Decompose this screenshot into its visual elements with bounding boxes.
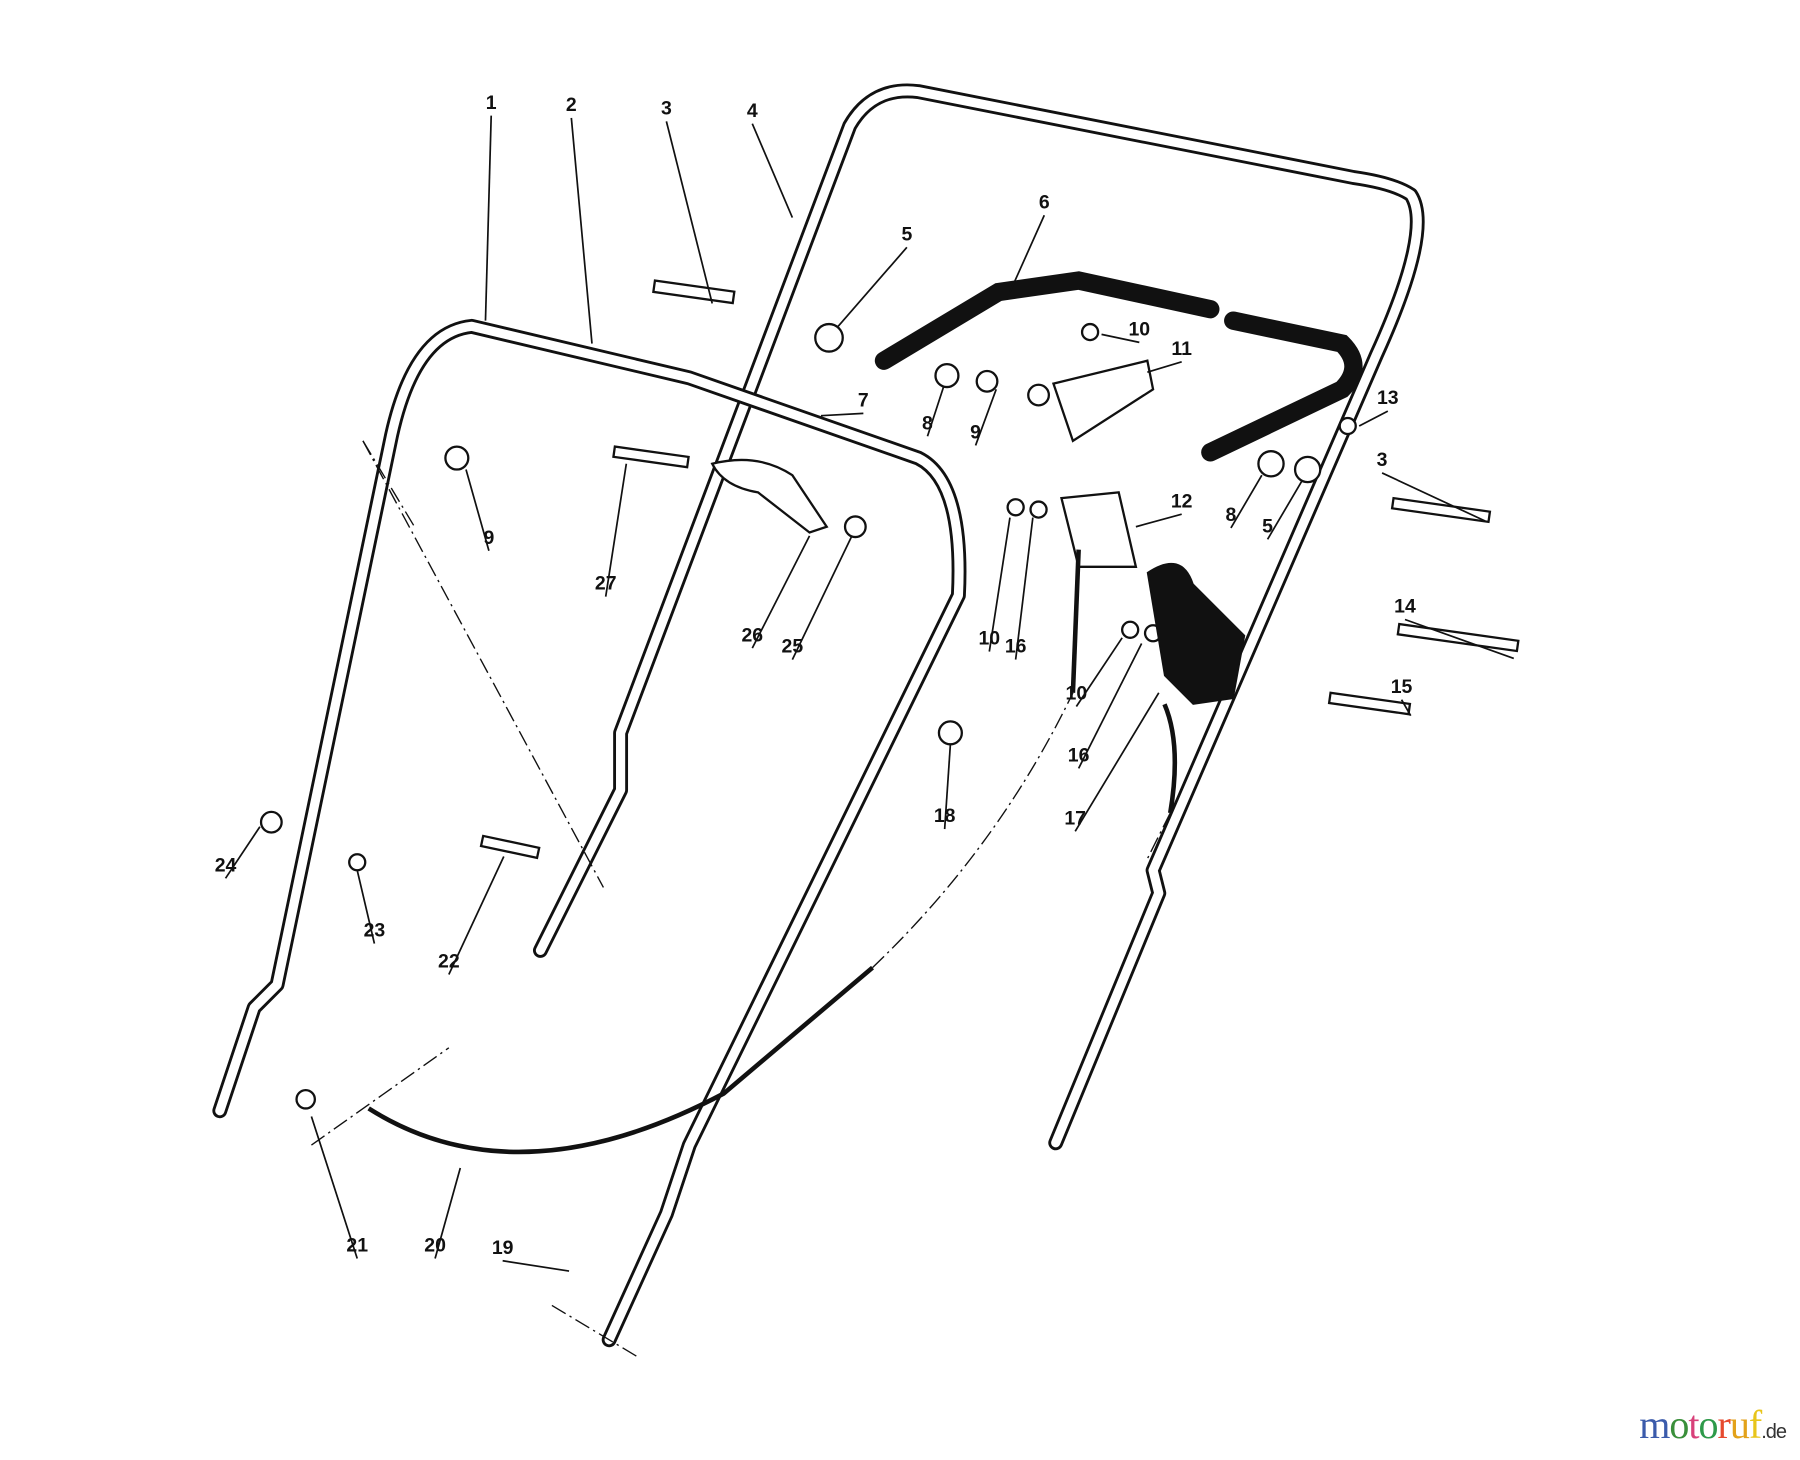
- leader-line: [310, 1116, 359, 1259]
- leader-line: [974, 389, 997, 446]
- callout-26: 26: [741, 624, 763, 646]
- callout-3: 3: [1377, 449, 1388, 471]
- leader-line: [1404, 618, 1515, 660]
- leader-line: [665, 121, 714, 304]
- leader-line: [1014, 517, 1034, 660]
- callout-22: 22: [438, 951, 460, 973]
- callout-19: 19: [492, 1237, 514, 1259]
- callout-5: 5: [901, 223, 912, 245]
- callout-15: 15: [1391, 676, 1413, 698]
- callout-2: 2: [566, 94, 577, 116]
- leader-line: [448, 856, 505, 975]
- leader-line: [837, 246, 908, 327]
- leader-line: [570, 117, 593, 344]
- motoruf-watermark-logo: motoruf.de: [1639, 1402, 1787, 1447]
- callout-10: 10: [1066, 683, 1088, 705]
- leader-line: [1074, 692, 1160, 832]
- leader-line: [224, 826, 261, 879]
- callout-9: 9: [970, 422, 981, 444]
- callout-18: 18: [934, 805, 956, 827]
- callout-14: 14: [1394, 596, 1416, 618]
- grip-bar: [874, 271, 1363, 462]
- callout-17: 17: [1064, 807, 1086, 829]
- leader-line: [751, 123, 794, 218]
- leader-line: [926, 386, 945, 437]
- leader-line: [1266, 480, 1303, 540]
- leader-line: [1358, 410, 1389, 427]
- callout-13: 13: [1377, 387, 1399, 409]
- leader-line: [1147, 361, 1182, 373]
- hardware-parts: [259, 279, 1520, 1110]
- callout-12: 12: [1171, 490, 1193, 512]
- leader-line: [791, 535, 853, 660]
- leader-line: [1400, 699, 1412, 717]
- callout-1: 1: [486, 92, 497, 114]
- leader-line: [820, 412, 864, 417]
- leader-line: [1381, 472, 1486, 522]
- leader-line: [434, 1167, 462, 1259]
- callout-5: 5: [1262, 515, 1273, 537]
- leader-line: [484, 115, 493, 321]
- callout-16: 16: [1068, 744, 1090, 766]
- callout-11: 11: [1171, 338, 1192, 360]
- leader-line: [1075, 637, 1123, 708]
- leader-line: [604, 463, 628, 597]
- leader-line: [988, 517, 1011, 652]
- leader-line: [751, 535, 811, 649]
- leader-line: [1009, 214, 1046, 293]
- inner-handle-frame: [212, 318, 967, 1348]
- callout-25: 25: [782, 636, 804, 658]
- throttle-cable: [311, 440, 1178, 1358]
- callout-21: 21: [346, 1235, 368, 1257]
- callout-10: 10: [978, 628, 1000, 650]
- callout-24: 24: [215, 854, 237, 876]
- leader-line: [1230, 474, 1263, 529]
- callout-8: 8: [1226, 504, 1237, 526]
- leader-line: [502, 1259, 570, 1272]
- callout-16: 16: [1005, 636, 1027, 658]
- leader-line: [1135, 513, 1182, 528]
- callout-4: 4: [747, 100, 758, 122]
- outer-handle-frame: [532, 83, 1425, 1151]
- leader-line: [1077, 643, 1143, 769]
- callout-3: 3: [661, 98, 672, 120]
- leader-line: [1101, 333, 1140, 344]
- callout-8: 8: [922, 412, 933, 434]
- leader-line: [356, 870, 376, 944]
- callout-23: 23: [364, 920, 386, 942]
- leader-line: [943, 744, 952, 830]
- leader-line: [465, 469, 490, 552]
- callout-7: 7: [858, 390, 869, 412]
- callout-20: 20: [424, 1235, 446, 1257]
- callout-27: 27: [595, 573, 617, 595]
- callout-9: 9: [483, 527, 494, 549]
- callout-6: 6: [1039, 191, 1050, 213]
- callout-10: 10: [1129, 319, 1151, 341]
